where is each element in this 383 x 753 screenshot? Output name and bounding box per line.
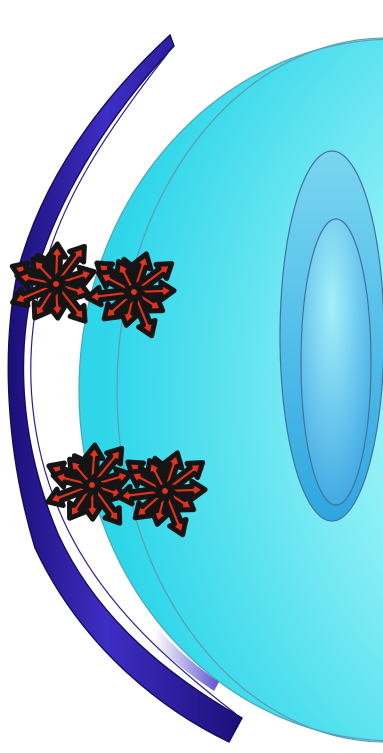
inner-core <box>301 219 371 505</box>
burst-center-icon <box>160 486 171 497</box>
burst-center-icon <box>87 480 97 490</box>
burst-center-icon <box>129 287 140 298</box>
inner-chamber <box>280 151 383 521</box>
burst-center-icon <box>51 279 62 290</box>
